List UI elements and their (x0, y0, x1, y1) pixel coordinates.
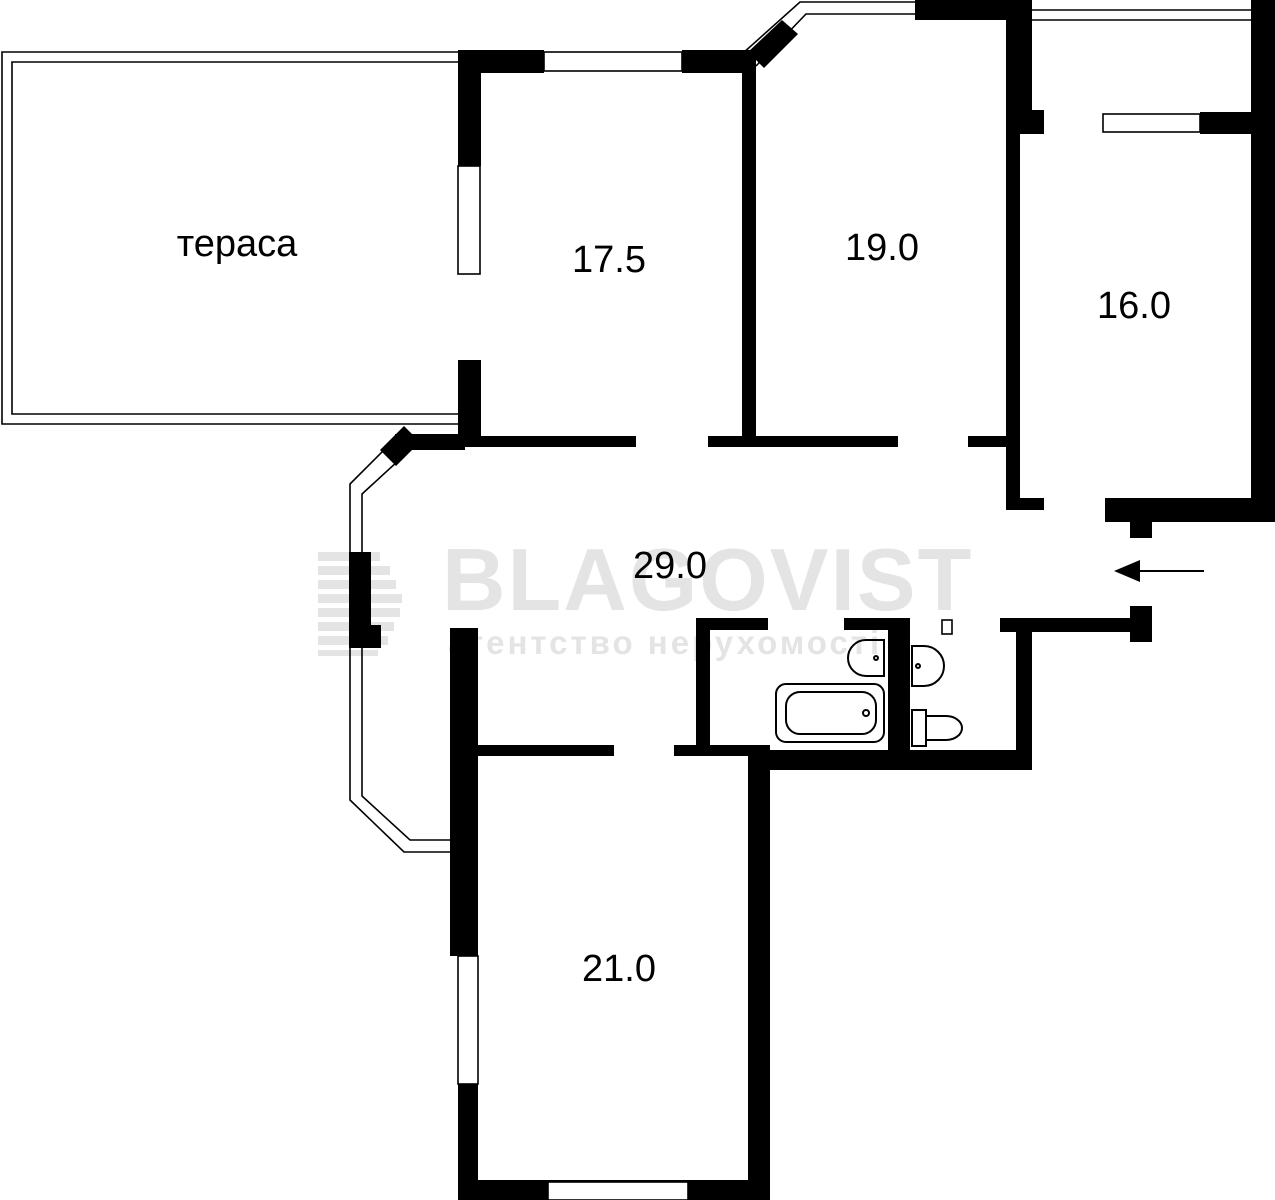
room-21-0-label: 21.0 (582, 948, 656, 990)
hall-29-0-label: 29.0 (633, 545, 707, 587)
room-16-0-label: 16.0 (1097, 285, 1171, 327)
terrace-outline (1, 51, 460, 425)
room-17-5-label: 17.5 (572, 239, 646, 281)
window-room-3 (1102, 113, 1201, 133)
toilet-icon (911, 709, 963, 747)
watermark-tagline: агентство нерухомості (448, 624, 882, 661)
vent-mark (941, 619, 953, 635)
windows (457, 51, 1201, 1200)
entrance-arrow-icon (1114, 560, 1204, 582)
bathtub-icon (775, 683, 885, 743)
room-19-0-label: 19.0 (845, 227, 919, 269)
window-room-1-left (457, 165, 481, 275)
terrace-label: тераса (177, 223, 298, 265)
sink-icon (847, 639, 885, 677)
window-room-4-bottom (547, 1181, 689, 1200)
window-room-4-side (457, 955, 479, 1085)
bay-wall-segments (380, 20, 798, 466)
walls (349, 0, 1275, 1200)
watermark: BLAGOVIST агентство нерухомості (318, 530, 973, 661)
second-sink-icon (911, 645, 945, 687)
watermark-brand: BLAGOVIST (442, 530, 973, 629)
window-room-1-top (543, 51, 683, 72)
